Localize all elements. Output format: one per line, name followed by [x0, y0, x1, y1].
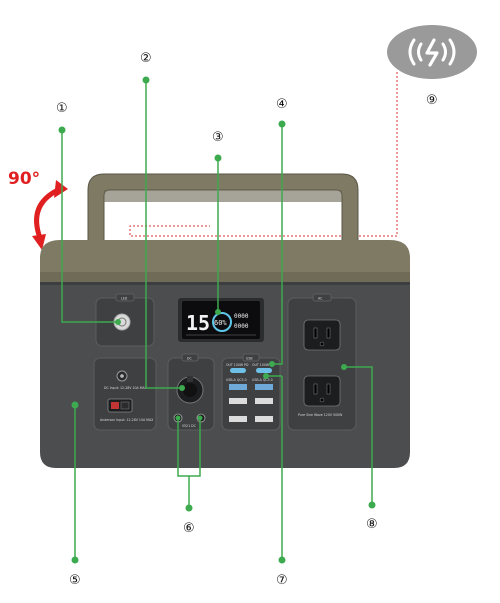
- rotation-arrowhead-top: [54, 180, 68, 198]
- callout-8: ⑧: [366, 517, 378, 532]
- rotation-arrowhead-bottom: [32, 234, 46, 250]
- pd-left-label: OUT 100W PD: [226, 363, 249, 367]
- lcd-right-readout: 0000: [234, 323, 249, 330]
- callout-markers: [58, 76, 376, 564]
- wireless-leader-line: [129, 72, 398, 237]
- usb-a-port-4[interactable]: [255, 398, 273, 404]
- car-socket-icon[interactable]: [176, 376, 204, 404]
- usb-panel-tab: [242, 353, 260, 362]
- ac-panel: [287, 297, 357, 431]
- power-button-icon[interactable]: [113, 313, 131, 331]
- usb-a-port-6[interactable]: [255, 416, 273, 422]
- callout-5: ⑤: [69, 573, 81, 588]
- rotation-arrow: [34, 187, 60, 239]
- ac-rating-label: Pure Sine Wave 120V 500W: [298, 413, 343, 417]
- callout-lines: [61, 80, 373, 560]
- dc-5521-label: 5521 DC: [182, 424, 197, 428]
- usb-c-port-right[interactable]: [256, 368, 272, 373]
- usb-a-port-5[interactable]: [229, 416, 247, 422]
- callout-2: ②: [140, 51, 152, 66]
- lcd-big-digits: 15: [186, 311, 210, 335]
- power-panel-tab: [115, 293, 135, 302]
- lcd-screen: [182, 301, 260, 339]
- callout-6: ⑥: [183, 521, 195, 536]
- dc-panel-tab: [181, 353, 199, 362]
- ac-outlet-top[interactable]: [303, 319, 341, 351]
- usb-panel-label: USB: [246, 357, 253, 361]
- lcd-percent: 60%: [214, 319, 227, 327]
- ac-panel-tab: [312, 293, 332, 302]
- rotation-label: 90°: [8, 169, 40, 189]
- dc-input-label: DC Input: 12-28V 10A MAX: [104, 386, 148, 390]
- usb-a-port-2[interactable]: [255, 384, 273, 390]
- callout-4: ④: [276, 97, 288, 112]
- lcd-battery-ring: [212, 312, 232, 332]
- power-panel-label: LED: [121, 297, 128, 301]
- ac-panel-label: AC: [318, 297, 323, 301]
- lcd-left-readout: 0000: [234, 313, 249, 320]
- dc-panel-label: DC: [187, 357, 192, 361]
- callout-7: ⑦: [276, 573, 288, 588]
- ac-outlet-bottom[interactable]: [303, 375, 341, 407]
- usb-a-port-1[interactable]: [229, 384, 247, 390]
- anderson-label: Anderson Input: 12-28V 10A MAX: [100, 418, 154, 422]
- wireless-charging-icon: [408, 38, 456, 67]
- usb-a-port-3[interactable]: [229, 398, 247, 404]
- carry-handle: [87, 173, 359, 246]
- pd-right-label: OUT 100W PD: [252, 363, 275, 367]
- usb-a-label-1: USB-A QC3.0: [226, 378, 247, 382]
- callout-1: ①: [56, 101, 68, 116]
- callout-3: ③: [212, 130, 224, 145]
- usb-c-port-left[interactable]: [230, 368, 246, 373]
- usb-a-label-2: USB-A QC3.0: [252, 378, 273, 382]
- callout-9: ⑨: [426, 93, 438, 108]
